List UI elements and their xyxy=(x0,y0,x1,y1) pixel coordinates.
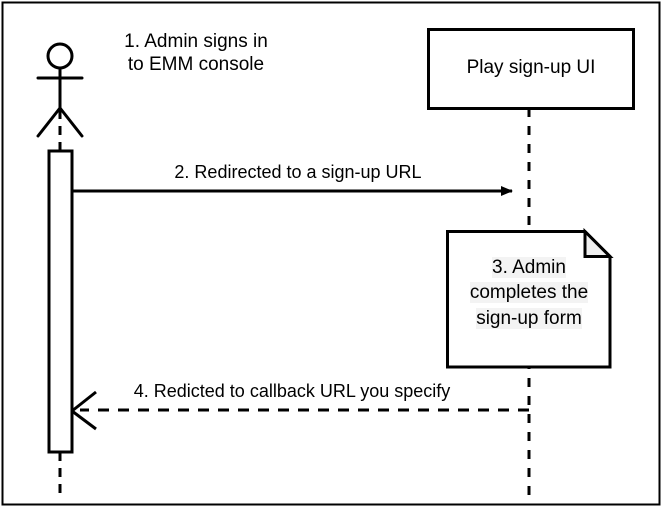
activation-bar-admin xyxy=(47,149,74,454)
note-3-line-1: 3. Admin xyxy=(492,257,566,278)
participant-label-play-signup-ui: Play sign-up UI xyxy=(466,57,596,78)
actor-leg-left-icon xyxy=(36,106,62,138)
message-2-label: 2. Redirected to a sign-up URL xyxy=(174,162,422,182)
actor-leg-right-icon xyxy=(58,106,84,138)
participant-box-play-signup-ui[interactable] xyxy=(427,28,635,110)
note-3-fold-icon xyxy=(583,227,614,258)
message-4-label: 4. Redicted to callback URL you specify xyxy=(133,381,451,401)
note-3-line-2: completes the xyxy=(469,282,589,304)
message-4-arrowhead-icon xyxy=(71,390,97,431)
note-3-text: 3. Admin completes the sign-up form xyxy=(450,255,608,331)
actor-annotation-step-1: 1. Admin signs in to EMM console xyxy=(124,31,268,76)
actor-admin-icon xyxy=(36,42,84,138)
note-3-line-3: sign-up form xyxy=(476,307,582,329)
